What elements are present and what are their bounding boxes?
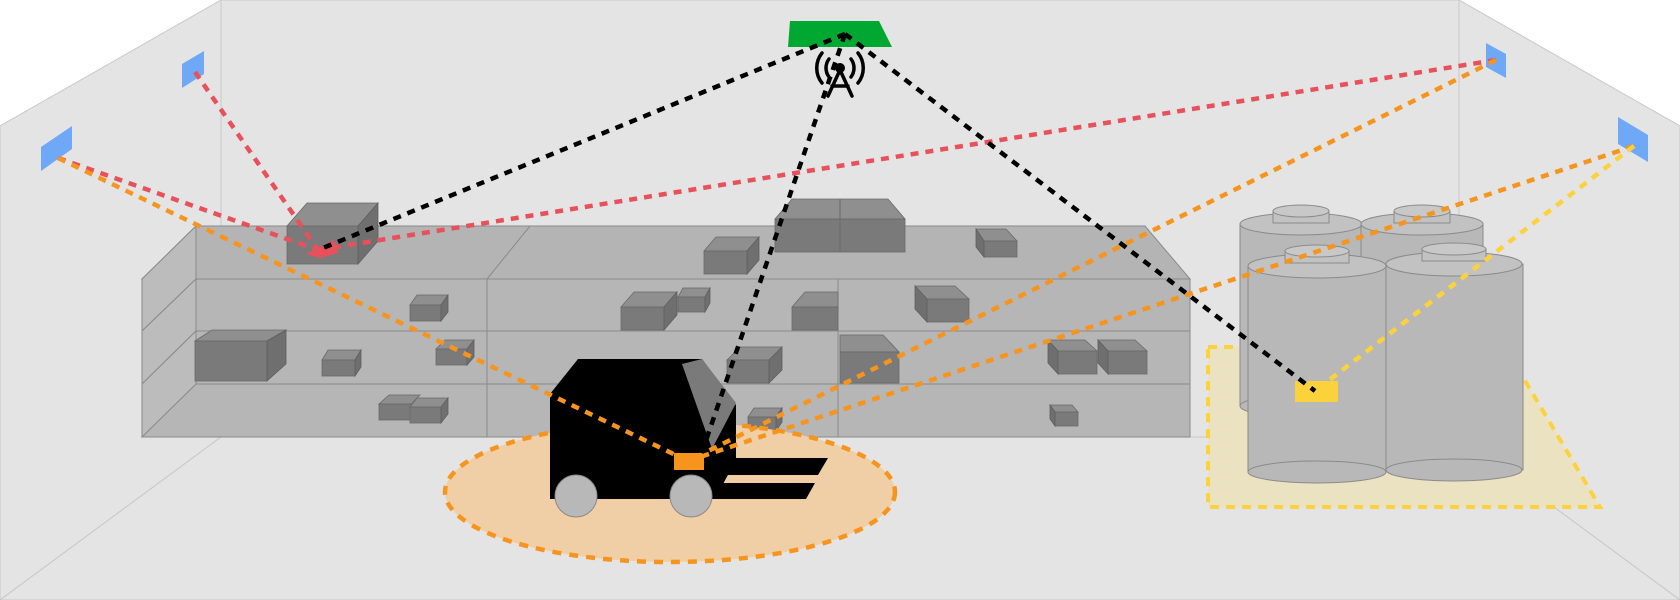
link-orange <box>57 155 689 464</box>
box <box>791 291 839 331</box>
box <box>703 235 760 276</box>
shelf-divider <box>486 225 531 280</box>
box <box>1049 403 1079 428</box>
storage-tanks <box>1239 204 1524 484</box>
box <box>193 329 288 382</box>
link-orange <box>686 57 1498 464</box>
box <box>726 346 783 384</box>
box <box>321 348 362 378</box>
link-black <box>317 31 846 253</box>
box <box>774 198 906 253</box>
box <box>975 227 1018 259</box>
forklift-icon <box>550 359 828 518</box>
stock-boxes <box>193 198 1149 433</box>
box <box>677 286 711 314</box>
connection-links <box>57 31 1636 464</box>
link-red <box>317 57 1497 253</box>
tank <box>1247 244 1387 484</box>
box <box>409 293 449 323</box>
link-red <box>193 70 320 252</box>
box <box>286 201 379 266</box>
link-orange <box>687 143 1635 464</box>
pallet-tag <box>1295 381 1338 402</box>
box <box>409 396 449 425</box>
wheel <box>554 474 598 518</box>
box <box>377 394 421 421</box>
box <box>914 284 971 324</box>
box <box>620 290 678 332</box>
tank <box>1385 242 1524 482</box>
box <box>839 334 900 384</box>
wall-sensor-icon <box>41 126 72 171</box>
antenna-tower-icon <box>814 51 866 98</box>
link-yellow <box>1313 144 1636 393</box>
wall-sensor-icon <box>1618 117 1648 162</box>
wall-sensor-icon <box>182 51 204 88</box>
box <box>1097 338 1149 376</box>
link-red <box>57 155 319 253</box>
box <box>1047 338 1099 376</box>
wheel <box>669 474 713 518</box>
